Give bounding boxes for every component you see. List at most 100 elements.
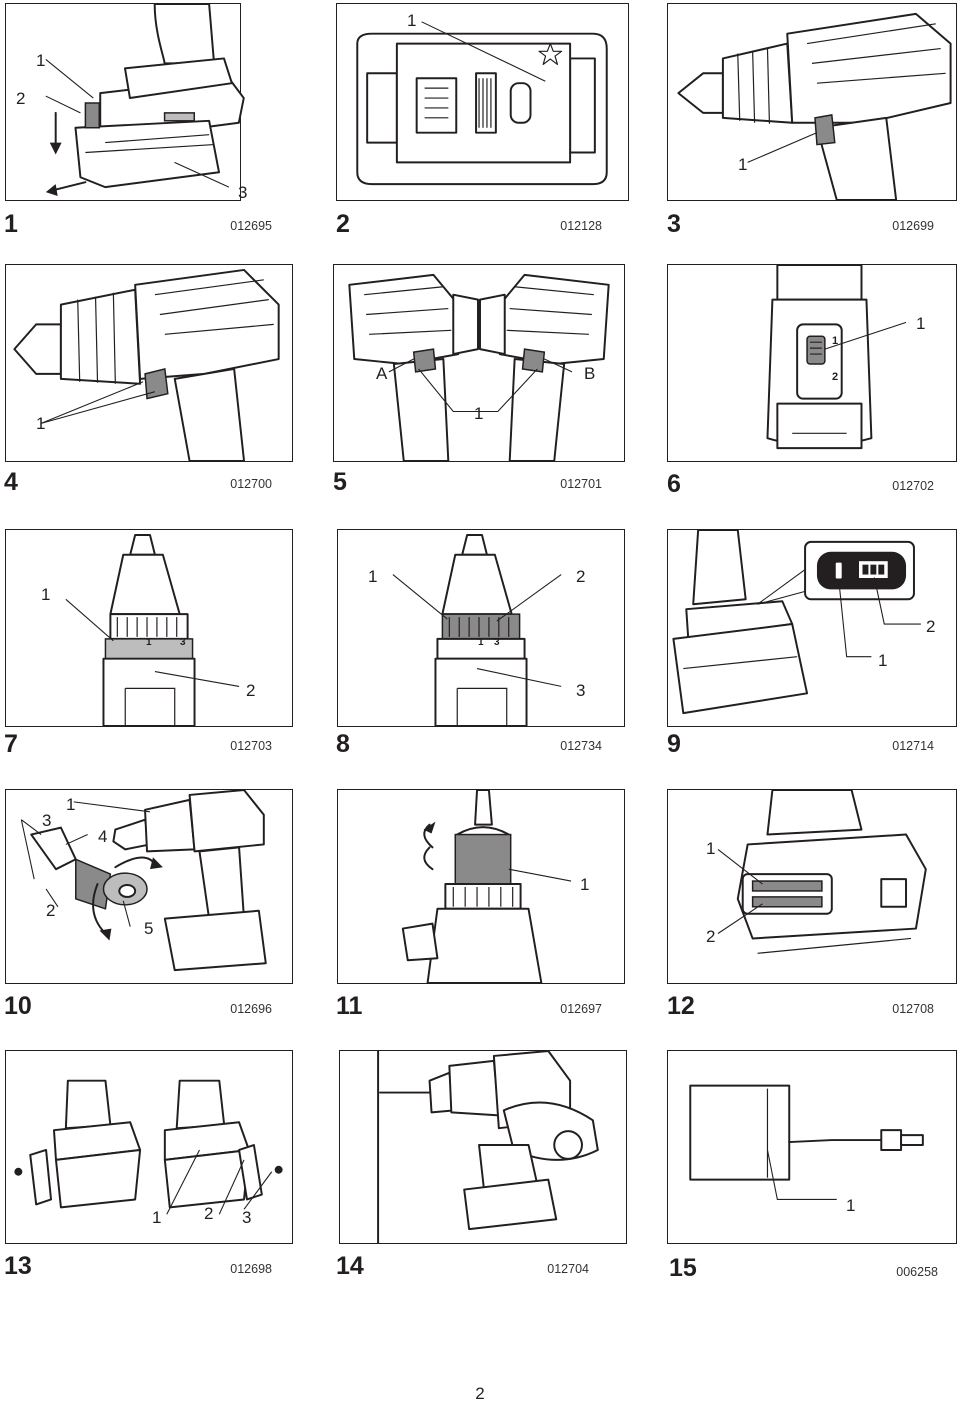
drilling-operation-illustration (377, 1050, 599, 1244)
speed-change-illustration (766, 264, 907, 450)
callout-1: 1 (846, 1196, 856, 1215)
callout-2: 2 (706, 927, 716, 946)
figure-number: 5 (333, 468, 347, 496)
figure-number: 12 (667, 992, 695, 1020)
figure-9-panel: 2 1 (667, 529, 957, 727)
callout-1: 1 (916, 314, 926, 333)
hook-install-illustration (14, 1079, 283, 1215)
figure-code: 012714 (892, 739, 934, 753)
callout-3: 3 (42, 811, 52, 830)
callout-4: 4 (98, 827, 108, 846)
figure-number: 9 (667, 730, 681, 758)
figure-1-panel: 1 2 3 (5, 3, 247, 201)
callout-1: 1 (66, 795, 76, 814)
callout-1: 1 (738, 155, 748, 174)
figure-8-panel: 1 3 1 2 3 (337, 529, 625, 727)
figure-number: 15 (669, 1254, 697, 1282)
page-number: 2 (475, 1384, 485, 1403)
figure-number: 14 (336, 1252, 364, 1280)
battery-top-view-illustration (356, 21, 608, 186)
battery-removal-illustration (45, 3, 245, 197)
callout-1: 1 (474, 404, 484, 423)
forward-reverse-illustration (348, 273, 610, 462)
figure-12-panel: 1 2 (667, 789, 957, 984)
bit-install-illustration (401, 789, 572, 984)
ring-mark-3: 3 (494, 637, 500, 648)
callout-1: 1 (878, 651, 888, 670)
figure-code: 012695 (230, 219, 272, 233)
figure-code: 006258 (896, 1265, 938, 1279)
callout-1: 1 (36, 51, 46, 70)
figure-number: 6 (667, 470, 681, 498)
rotation-arrow-icon (423, 823, 434, 849)
rotation-arrow-icon (114, 856, 156, 869)
figure-code: 012708 (892, 1002, 934, 1016)
figure-11-panel: 1 (337, 789, 625, 984)
callout-2: 2 (46, 901, 56, 920)
callout-3: 3 (238, 183, 248, 202)
charger-illustration (689, 1084, 924, 1200)
callout-2: 2 (246, 681, 256, 700)
callout-3: 3 (242, 1208, 252, 1227)
callout-2: 2 (16, 89, 26, 108)
figure-code: 012704 (547, 1262, 589, 1276)
callout-3: 3 (576, 681, 586, 700)
reversing-switch-illustration (13, 268, 280, 462)
callout-1: 1 (706, 839, 716, 858)
callout-2: 2 (204, 1204, 214, 1223)
figure-number: 2 (336, 210, 350, 238)
callout-5: 5 (144, 919, 154, 938)
figure-13-panel: 1 2 3 (5, 1050, 293, 1244)
figure-number: 4 (4, 468, 18, 496)
figure-code: 012128 (560, 219, 602, 233)
callout-1: 1 (407, 11, 417, 30)
figure-2-panel: 1 (336, 3, 629, 201)
figure-code: 012700 (230, 477, 272, 491)
figure-5-panel: A B 1 (333, 264, 625, 462)
figure-number: 8 (336, 730, 350, 758)
figure-number: 3 (667, 210, 681, 238)
figure-10-panel: 1 3 4 2 5 (5, 789, 293, 984)
hook-slot-illustration (717, 789, 927, 954)
figure-code: 012703 (230, 739, 272, 753)
torque-ring-illustration (392, 533, 562, 727)
figure-number: 7 (4, 730, 18, 758)
battery-indicator-illustration (672, 529, 921, 715)
action-mode-ring-illustration (65, 533, 240, 727)
figure-15-panel: 1 (667, 1050, 957, 1244)
callout-1: 1 (368, 567, 378, 586)
figure-3-panel: 1 (667, 3, 957, 201)
figure-4-panel: 1 (5, 264, 293, 462)
figure-6-panel: 1 1 2 (667, 264, 957, 462)
figure-code: 012698 (230, 1262, 272, 1276)
figure-code: 012702 (892, 479, 934, 493)
figure-number: 11 (336, 992, 363, 1020)
callout-B: B (584, 364, 596, 383)
figure-code: 012699 (892, 219, 934, 233)
figure-14-panel (339, 1050, 627, 1244)
figure-7-panel: 1 3 1 2 (5, 529, 293, 727)
figure-code: 012697 (560, 1002, 602, 1016)
callout-A: A (376, 364, 388, 383)
side-grip-illustration (20, 789, 267, 972)
callout-1-small: 1 (832, 335, 839, 347)
star-icon (538, 43, 563, 65)
figure-number: 1 (4, 210, 18, 238)
callout-2: 2 (926, 617, 936, 636)
drill-switch-illustration (677, 12, 952, 201)
callout-1: 1 (580, 875, 590, 894)
callout-1: 1 (41, 585, 51, 604)
callout-2-small: 2 (832, 371, 839, 383)
figure-number: 10 (4, 992, 32, 1020)
figure-code: 012701 (560, 477, 602, 491)
callout-1: 1 (152, 1208, 162, 1227)
figure-number: 13 (4, 1252, 32, 1280)
callout-1: 1 (36, 414, 46, 433)
figure-code: 012696 (230, 1002, 272, 1016)
figure-code: 012734 (560, 739, 602, 753)
ring-mark-3: 3 (180, 637, 186, 648)
battery-icon (833, 560, 844, 581)
callout-2: 2 (576, 567, 586, 586)
ring-mark-1: 1 (146, 637, 152, 648)
ring-mark-1: 1 (478, 637, 484, 648)
